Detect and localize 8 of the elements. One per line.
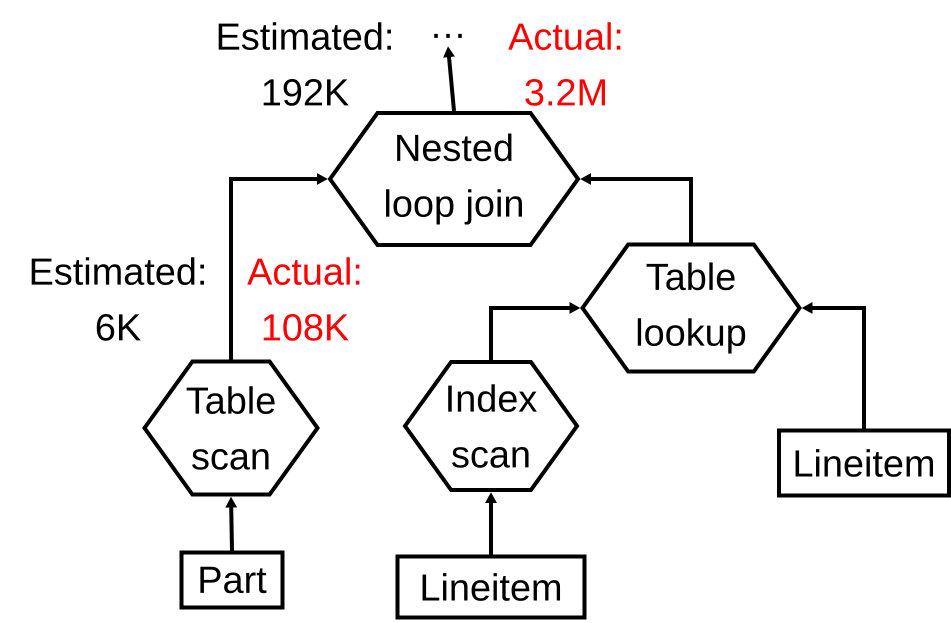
estimate-label: Estimated: 192K bbox=[218, 22, 391, 106]
ellipsis-text: … bbox=[434, 34, 462, 38]
table-box: Lineitem bbox=[396, 554, 586, 620]
table-box: Part bbox=[180, 550, 284, 610]
actual-label: Actual: 108K bbox=[247, 257, 360, 341]
actual-label: Actual: 3.2M bbox=[508, 22, 620, 106]
table-box: Lineitem bbox=[777, 428, 951, 498]
estimate-label: Estimated: 6K bbox=[32, 257, 204, 341]
